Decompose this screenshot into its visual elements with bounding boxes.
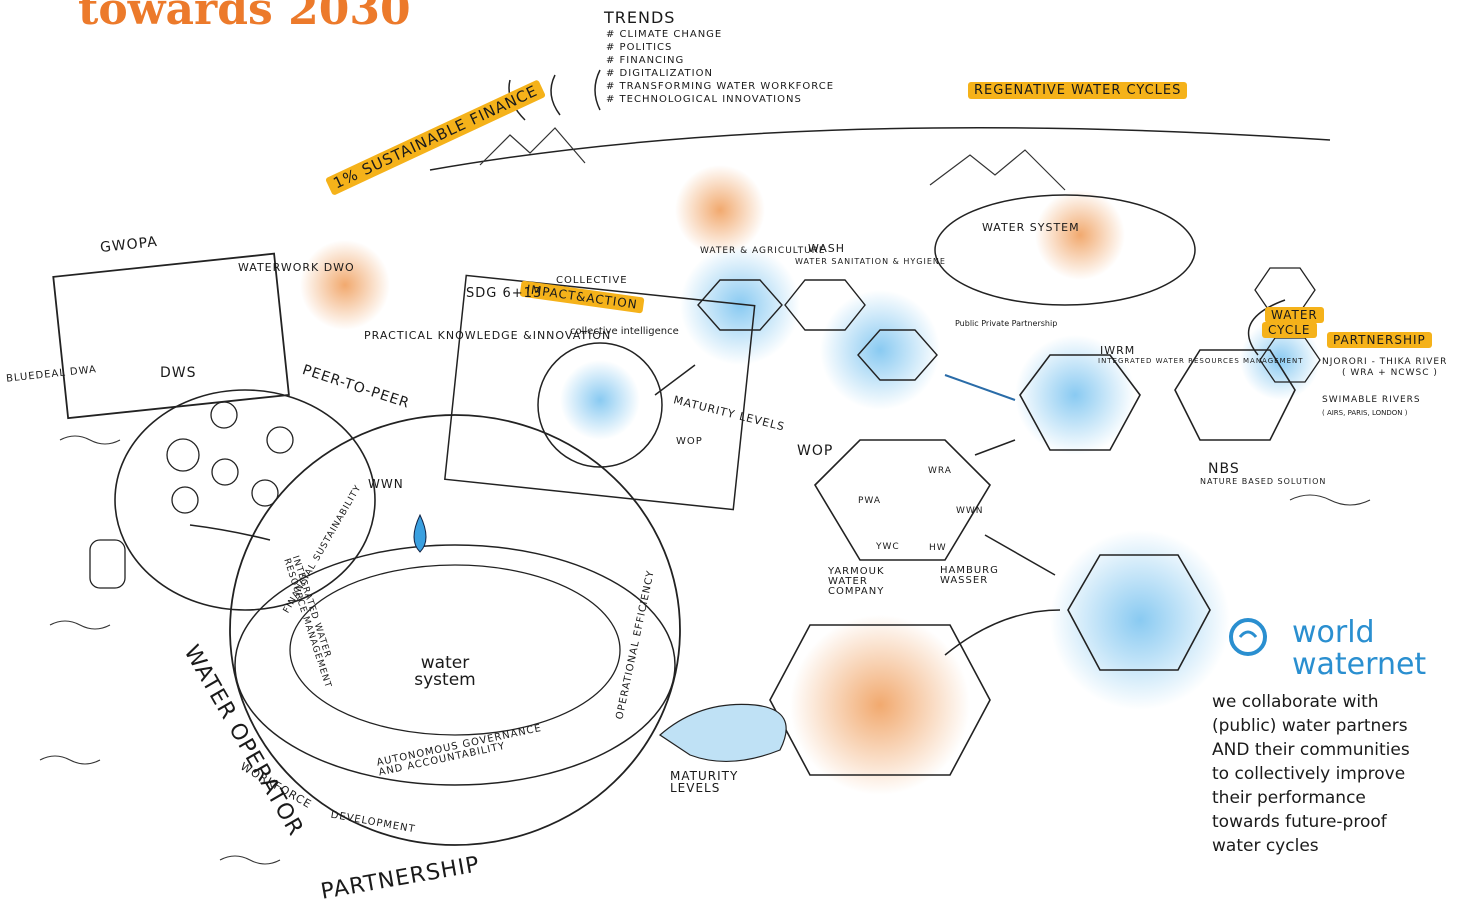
wwn-small-label: WWN (956, 506, 984, 516)
trend-item: # TRANSFORMING WATER WORKFORCE (606, 81, 835, 92)
pwa-label: PWA (858, 496, 881, 506)
dome-ring (234, 544, 676, 786)
hw-label: HW (929, 543, 947, 553)
tagline-line: AND their communities (1212, 740, 1410, 760)
iwrm-label: IWRM (1100, 344, 1136, 357)
wop-label: WOP (797, 443, 834, 459)
sdg-label: SDG 6+13 (466, 286, 543, 301)
hamburg-label: HAMBURG WASSER (940, 565, 999, 586)
nbs-label: NBS (1208, 461, 1240, 477)
brand-name-line1: world (1292, 615, 1375, 650)
drop-icon (413, 513, 427, 553)
trend-item: # Financing (606, 55, 685, 66)
wop-card-label: WOP (676, 436, 703, 447)
collective-intelligence-label: collective intelligence (570, 326, 679, 337)
tagline-line: water cycles (1212, 836, 1319, 856)
wop-hexagon (813, 439, 992, 561)
small-dome (114, 389, 376, 611)
trend-item: # TECHNOLOGICAL INNOVATIONS (606, 94, 802, 105)
wra-label: WRA (928, 466, 952, 476)
river (659, 703, 787, 762)
wash-sub-label: WATER SANITATION & HYGIENE (795, 257, 946, 266)
trend-item: # climate change (606, 29, 723, 40)
trends-title: TRENDS (604, 8, 676, 27)
tagline-line: (public) water partners (1212, 716, 1408, 736)
dws-label: DWS (160, 365, 197, 381)
tagline-line: towards future-proof (1212, 812, 1387, 832)
blue-glow-hexagon (1050, 530, 1230, 710)
land-hexagon (769, 624, 991, 776)
empty-hexagon (1067, 554, 1211, 671)
maturity-levels-label: MATURITY LEVELS (670, 769, 739, 795)
partnership-label: PARTNERSHIP (1327, 332, 1432, 348)
sdg-card (443, 274, 756, 511)
iwrm-sub-label: INTEGRATED WATER RESOURCES MANAGEMENT (1098, 357, 1304, 365)
wash-label: WASH (808, 242, 846, 255)
water-system-oval (934, 194, 1196, 306)
waternet-logo-icon (1229, 618, 1267, 656)
water-label: WATER (1265, 307, 1324, 323)
orange-glow-hand (300, 240, 390, 330)
water-system-top-label: WATER SYSTEM (982, 221, 1080, 234)
wwn-label: WWN (368, 477, 404, 491)
ppp-label: Public Private Partnership (955, 319, 1058, 328)
collective-word: collective (556, 275, 628, 286)
ywc-label: YWC (876, 542, 900, 552)
njoroi-sub-label: ( WRA + NCWSC ) (1342, 368, 1438, 378)
mountains-right (929, 149, 1066, 191)
yarmouk-label: YARMOUK WATER COMPANY (828, 566, 885, 597)
tagline-line: to collectively improve (1212, 764, 1406, 784)
trend-item: # politics (606, 42, 673, 53)
water-agriculture-label: WATER & AGRICULTURE (700, 246, 826, 256)
njoroi-label: NJORORI - THIKA RIVER (1322, 357, 1448, 367)
water-system-center-label: water system (414, 653, 476, 690)
brand-name-line2: waternet (1292, 647, 1427, 682)
page-title: towards 2030 (78, 0, 411, 35)
swimmable-sub-label: ( AIRS, PARIS, LONDON ) (1322, 409, 1408, 417)
trend-item: # DIGITALIZATION (606, 68, 713, 79)
regenerative-label: REGENATIVE WATER CYCLES (968, 82, 1188, 99)
tagline-line: we collaborate with (1212, 692, 1379, 712)
waterwork-label: WATERWORK DWO (238, 261, 355, 274)
horizon-line (429, 127, 1331, 171)
mountains-left (479, 127, 586, 166)
tagline-line: their performance (1212, 788, 1366, 808)
practical-knowledge-label: PRACTICAL KNOWLEDGE &INNOVATION (364, 329, 612, 342)
gwopa-screen (52, 252, 290, 420)
nbs-sub-label: NATURE BASED SOLUTION (1200, 477, 1327, 486)
cycle-label: CYCLE (1262, 322, 1317, 338)
trends-list: # climate change # politics # Financing … (606, 28, 834, 106)
tagline: we collaborate with (public) water partn… (1212, 690, 1410, 858)
swimmable-label: SWIMABLE RIVERS (1322, 395, 1421, 405)
orange-glow-land (790, 615, 970, 795)
dome-outer (229, 414, 681, 846)
